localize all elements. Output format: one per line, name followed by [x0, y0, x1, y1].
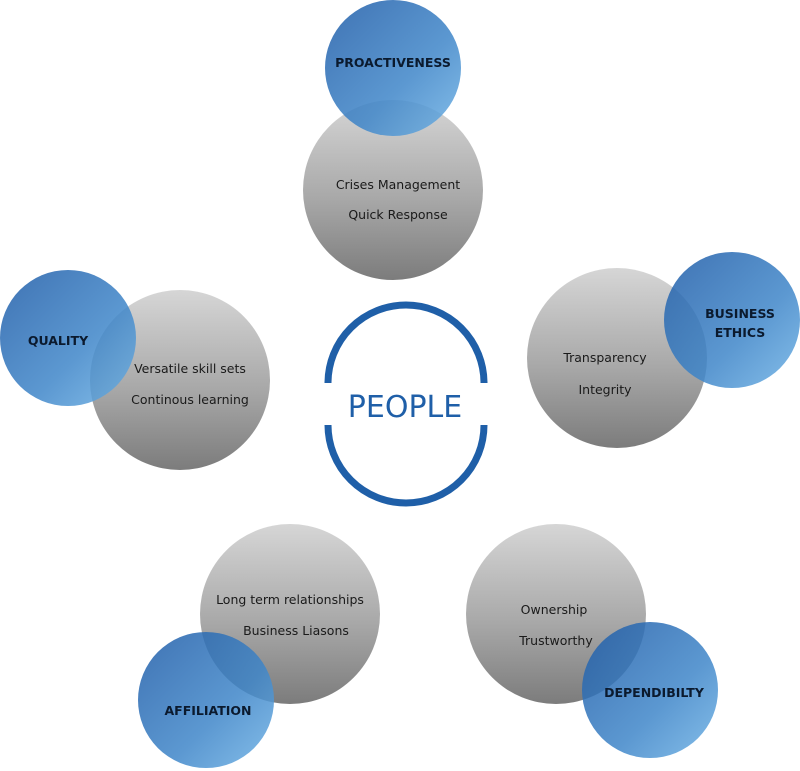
center-people: PEOPLE: [324, 301, 488, 507]
badge-proactiveness: PROACTIVENESS: [335, 55, 451, 70]
item-ownership: Ownership: [521, 602, 588, 617]
blue-circle-dependability: [582, 622, 718, 758]
center-ring-top-arc: [324, 301, 488, 384]
item-business-liasons: Business Liasons: [243, 623, 349, 638]
item-versatile-skill-sets: Versatile skill sets: [134, 361, 246, 376]
center-ring-bottom-arc: [324, 424, 488, 507]
item-long-term-relationships: Long term relationships: [216, 592, 364, 607]
badge-business: BUSINESS: [705, 306, 775, 321]
badge-affiliation: AFFILIATION: [165, 703, 252, 718]
item-continous-learning: Continous learning: [131, 392, 249, 407]
item-quick-response: Quick Response: [348, 207, 448, 222]
cluster-proactiveness: PROACTIVENESS Crises Management Quick Re…: [303, 0, 483, 280]
cluster-quality: QUALITY Versatile skill sets Continous l…: [0, 270, 270, 470]
gray-circle-proactiveness: [303, 100, 483, 280]
blue-circle-quality: [0, 270, 136, 406]
center-label: PEOPLE: [348, 390, 462, 425]
item-transparency: Transparency: [562, 350, 647, 365]
cluster-dependability: DEPENDIBILTY Ownership Trustworthy: [466, 524, 718, 758]
cluster-business-ethics: BUSINESS ETHICS Transparency Integrity: [527, 252, 800, 448]
blue-circle-proactiveness: [325, 0, 461, 136]
badge-ethics: ETHICS: [715, 325, 766, 340]
blue-circle-business-ethics: [664, 252, 800, 388]
gray-circle-business-ethics: [527, 268, 707, 448]
badge-quality: QUALITY: [28, 333, 89, 348]
item-crises-management: Crises Management: [336, 177, 460, 192]
cluster-affiliation: AFFILIATION Long term relationships Busi…: [138, 524, 380, 768]
badge-dependibilty: DEPENDIBILTY: [604, 685, 705, 700]
blue-circle-affiliation: [138, 632, 274, 768]
item-integrity: Integrity: [578, 382, 632, 397]
item-trustworthy: Trustworthy: [518, 633, 593, 648]
